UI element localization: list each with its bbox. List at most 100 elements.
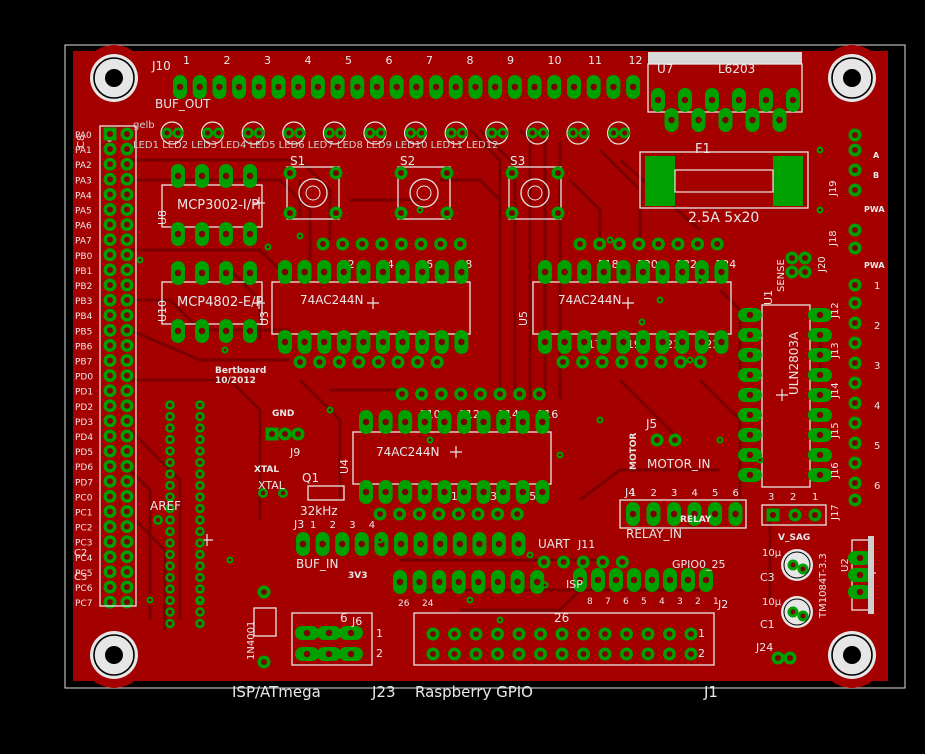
pad-hole — [107, 131, 113, 137]
pad-hole — [340, 338, 347, 346]
d1-label: 1N4001 — [246, 621, 257, 660]
pad-hole — [124, 312, 130, 319]
left-header-outline — [99, 125, 137, 607]
pad-hole — [441, 488, 448, 496]
gnd-label: GND — [272, 409, 294, 419]
via-hole — [328, 408, 332, 412]
pad-hole — [629, 83, 637, 91]
mcp3002-label: MCP3002-I/P — [177, 198, 259, 213]
pad-hole — [197, 494, 203, 500]
pad-hole — [697, 359, 704, 365]
xtal-label-a: XTAL — [254, 465, 279, 475]
pad-hole — [107, 538, 113, 545]
pad-hole — [516, 651, 522, 657]
j16-label: J16 — [830, 462, 841, 479]
pad-hole — [611, 130, 617, 136]
pad-hole — [281, 268, 289, 276]
pad-hole — [373, 83, 381, 91]
pad-hole — [339, 540, 346, 548]
pad-hole — [444, 170, 450, 176]
pad-hole — [301, 338, 308, 346]
pad-hole — [155, 517, 161, 523]
pad-hole — [718, 268, 725, 276]
pad-hole — [107, 508, 113, 515]
pad-hole — [197, 517, 203, 523]
mounting-hole — [843, 69, 861, 87]
pad-hole — [316, 359, 323, 365]
j10-pin-number: 10 — [548, 54, 562, 67]
q1-label: Q1 — [302, 471, 319, 485]
j1-label: J1 — [703, 683, 718, 701]
pad-hole — [167, 402, 173, 408]
pad-hole — [497, 391, 503, 397]
right-pin-number: 5 — [874, 441, 880, 452]
left-pin-label: PB3 — [75, 297, 92, 307]
u5-outline — [532, 281, 732, 335]
pad-hole — [167, 598, 173, 603]
left-pin-label: PD0 — [75, 373, 93, 383]
pad-hole — [197, 563, 203, 569]
pad-hole — [107, 357, 113, 364]
f1-fuse-body — [674, 169, 774, 193]
pad-hole — [107, 297, 113, 304]
j3-label: J3 — [293, 518, 304, 531]
j17-label: J17 — [830, 504, 841, 521]
pad-hole — [852, 420, 858, 426]
pad-hole — [735, 96, 743, 104]
pad-hole — [124, 282, 130, 288]
pad-hole — [434, 359, 441, 365]
pad-hole — [536, 391, 543, 397]
pad-hole — [802, 269, 808, 275]
pad-hole — [333, 210, 339, 216]
left-pin-label: PA0 — [75, 131, 92, 141]
via-hole — [718, 438, 722, 442]
via-hole — [608, 238, 612, 242]
pad-hole — [124, 206, 130, 213]
u8-label: U8 — [156, 210, 169, 225]
pad-hole — [295, 431, 301, 437]
pad-hole — [659, 268, 666, 276]
board-outline — [64, 44, 906, 689]
pad-hole — [790, 562, 796, 568]
right-pin-number: 2 — [874, 321, 880, 332]
pad-hole — [107, 236, 113, 243]
pad-hole — [570, 83, 578, 91]
pad-hole — [519, 488, 526, 496]
via-hole — [688, 358, 692, 362]
pad-hole — [354, 83, 361, 91]
j10-pin-number: 5 — [345, 54, 352, 67]
pad-hole — [197, 402, 203, 408]
gpio-26: 26 — [554, 611, 569, 625]
pad-hole — [419, 268, 426, 276]
pad-hole — [480, 418, 487, 426]
pad-hole — [514, 578, 521, 586]
led-row-label: LED1 LED2 LED3 LED4 LED5 LED6 LED7 LED8 … — [133, 140, 498, 151]
pad-hole — [816, 411, 824, 419]
pad-hole — [789, 269, 795, 275]
mounting-hole-inner — [93, 57, 135, 99]
left-pin-label: PC0 — [75, 493, 93, 503]
u7-heatsink — [648, 52, 802, 64]
pad-hole — [360, 268, 367, 276]
pad-hole — [197, 437, 203, 442]
u4-label: U4 — [338, 459, 351, 474]
pad-hole — [197, 483, 203, 488]
pad-hole — [107, 191, 113, 198]
pad-hole — [514, 511, 521, 517]
pad-hole — [596, 241, 603, 247]
left-pin-label: PC7 — [75, 599, 92, 609]
j11-label: J11 — [577, 538, 595, 551]
pad-hole — [124, 372, 130, 379]
j19-label: J19 — [828, 180, 839, 197]
pad-hole — [437, 540, 444, 548]
j2-pin-number: 8 — [587, 597, 593, 607]
pad-hole — [124, 161, 130, 168]
left-pin-label: PB4 — [75, 312, 93, 322]
j9-label: J9 — [289, 446, 300, 459]
pad-hole — [176, 83, 184, 91]
j10-label: J10 — [151, 59, 171, 73]
pad-hole — [654, 96, 662, 104]
pad-hole — [124, 357, 130, 364]
pad-hole — [816, 331, 824, 339]
buf-in-label: BUF_IN — [296, 557, 338, 571]
